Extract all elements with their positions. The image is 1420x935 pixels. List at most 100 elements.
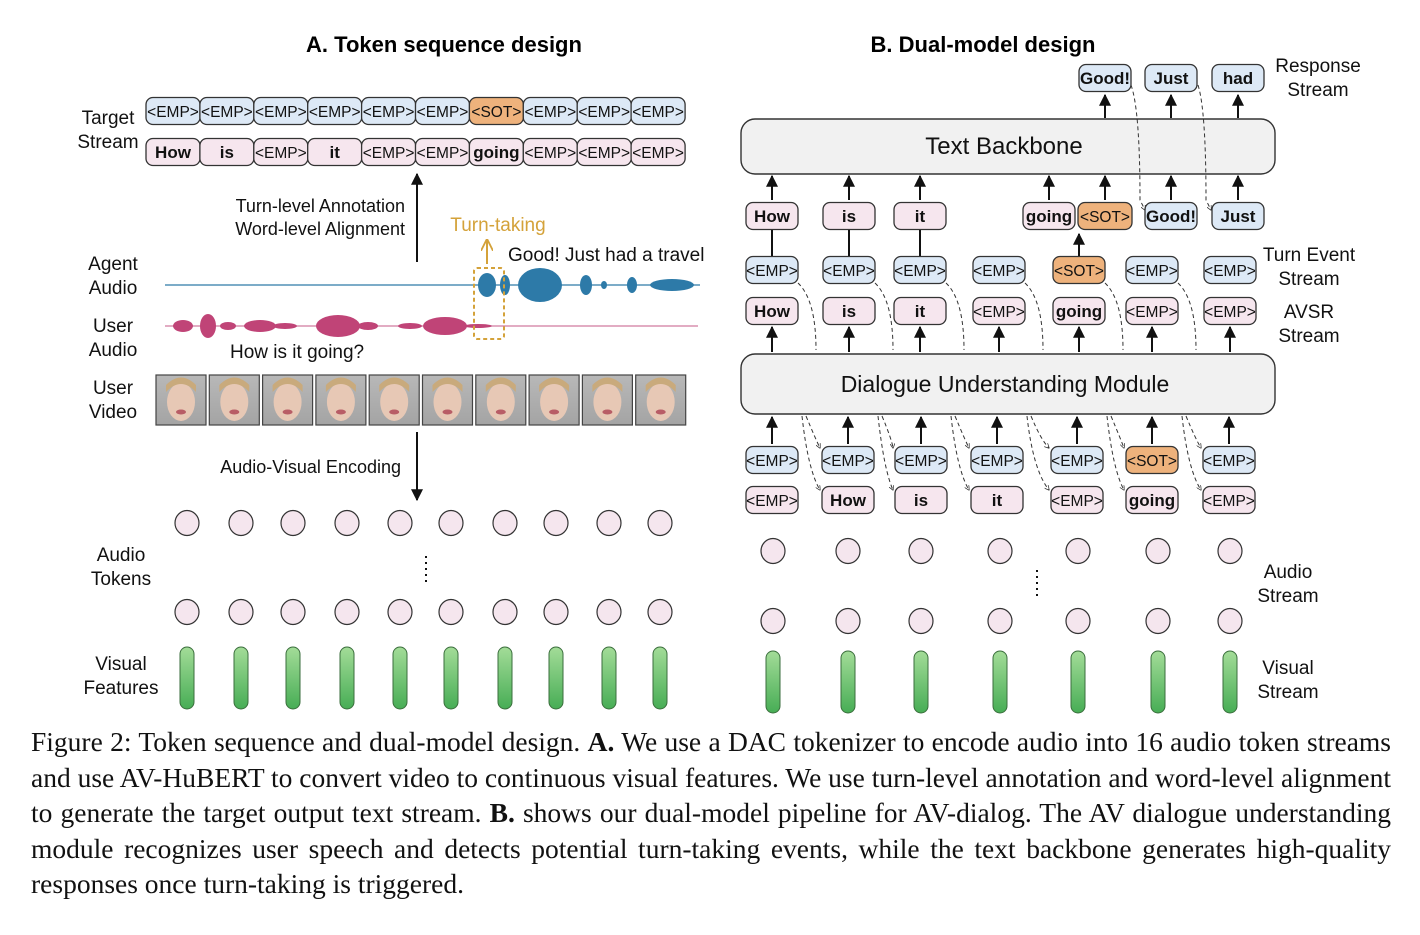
audio-token	[647, 509, 673, 537]
avsr-token: <EMP>	[1125, 296, 1179, 326]
dashed-connector	[1106, 415, 1124, 490]
token-box	[1052, 296, 1106, 326]
token-box	[1125, 296, 1179, 326]
face-icon	[593, 383, 622, 421]
token-label: <SOT>	[471, 104, 521, 121]
target-row1-token: <EMP>	[576, 96, 632, 126]
avsr-token: How	[745, 296, 799, 326]
agent-audio-segment	[601, 281, 607, 289]
token-box	[822, 255, 876, 285]
token-label: <EMP>	[1203, 453, 1255, 470]
avsr-token: <EMP>	[972, 296, 1026, 326]
input-turn-token: <EMP>	[745, 445, 799, 475]
turn-event-token: <EMP>	[893, 255, 947, 285]
turn-taking-label: Turn-taking	[450, 215, 545, 236]
token-box	[894, 485, 948, 515]
visual-stream-bar	[1070, 650, 1086, 714]
token-label: <EMP>	[1126, 304, 1178, 321]
audio-stream-token	[760, 537, 786, 565]
agent-audio-segment	[478, 273, 496, 297]
dashed-connector	[1030, 415, 1049, 448]
audio-token	[228, 509, 254, 537]
annotation-label-line: Word-level Alignment	[235, 219, 405, 239]
target-row2-token: it	[307, 137, 363, 167]
hair-icon	[592, 377, 623, 392]
turn-event-token: <SOT>	[1052, 255, 1106, 285]
audio-token	[280, 509, 306, 537]
response-token: Good!	[1078, 63, 1132, 93]
audio-stream-token	[835, 537, 861, 565]
response-stream-label-line: Stream	[1287, 80, 1348, 101]
token-label: going	[1026, 207, 1072, 226]
input-avsr-token: How	[821, 485, 875, 515]
mouth-icon	[229, 409, 240, 415]
face-icon	[486, 383, 515, 421]
agent-audio-label-line: Audio	[89, 278, 138, 299]
token-label: going	[1129, 491, 1175, 510]
figure-canvas: A. Token sequence design B. Dual-model d…	[77, 32, 1361, 714]
figure-caption: Figure 2: Token sequence and dual-model …	[31, 724, 1391, 902]
dashed-connector	[1177, 282, 1197, 351]
dashed-connector	[881, 415, 893, 448]
visual-stream-bar	[840, 650, 856, 714]
response-token: Just	[1144, 63, 1198, 93]
avsr-token: it	[893, 296, 947, 326]
avsr-stream-label-line: Stream	[1278, 326, 1339, 347]
token-label: <EMP>	[363, 104, 415, 121]
target-row2-token: <EMP>	[630, 137, 686, 167]
dum-label: Dialogue Understanding Module	[841, 371, 1170, 397]
token-label: it	[915, 207, 926, 226]
text-backbone-label: Text Backbone	[925, 133, 1082, 160]
token-label: <EMP>	[255, 104, 307, 121]
token-box	[1077, 201, 1133, 231]
turn-event-token: <EMP>	[972, 255, 1026, 285]
token-box	[745, 445, 799, 475]
token-box	[970, 445, 1024, 475]
token-box	[972, 255, 1026, 285]
audio-token	[543, 509, 569, 537]
token-label: Good!	[1080, 69, 1130, 88]
mouth-icon	[282, 409, 293, 415]
token-box	[745, 201, 799, 231]
hair-icon	[379, 377, 410, 392]
face-icon	[167, 383, 195, 421]
turn-event-token: <EMP>	[1203, 255, 1257, 285]
token-label: is	[220, 143, 234, 162]
hair-icon	[645, 377, 676, 392]
token-label: <EMP>	[823, 263, 875, 280]
user-audio-segment	[316, 315, 360, 337]
token-label: <EMP>	[578, 104, 630, 121]
dashed-connector	[1110, 415, 1124, 448]
caption-prefix: Figure 2: Token sequence and dual-model …	[31, 726, 588, 757]
token-label: <EMP>	[1204, 263, 1256, 280]
target-row1-token: <EMP>	[360, 96, 417, 126]
token-label: <EMP>	[147, 104, 199, 121]
token-box	[1078, 63, 1132, 93]
token-label: <SOT>	[1054, 263, 1104, 280]
token-label: <SOT>	[1127, 453, 1177, 470]
audio-stream-token	[987, 607, 1013, 635]
token-box	[1211, 201, 1265, 231]
token-label: had	[1223, 69, 1253, 88]
token-box	[893, 296, 947, 326]
audio-token	[387, 598, 413, 626]
token-label: is	[842, 207, 856, 226]
token-box	[970, 485, 1024, 515]
text-backbone-box	[740, 118, 1276, 175]
audio-token	[280, 598, 306, 626]
audio-stream-label-line: Stream	[1257, 586, 1318, 607]
token-box	[1202, 485, 1256, 515]
audio-stream-label-line: Audio	[1264, 562, 1313, 583]
input-turn-token: <EMP>	[970, 445, 1024, 475]
hair-icon	[432, 377, 463, 392]
token-box	[822, 296, 876, 326]
turn-event-token: <EMP>	[822, 255, 876, 285]
agent-audio-label-line: Agent	[88, 254, 138, 275]
token-box	[630, 137, 686, 167]
audio-stream-token	[1065, 607, 1091, 635]
input-avsr-token: going	[1125, 485, 1179, 515]
token-box	[1050, 485, 1104, 515]
target-row1-token: <SOT>	[468, 96, 525, 126]
